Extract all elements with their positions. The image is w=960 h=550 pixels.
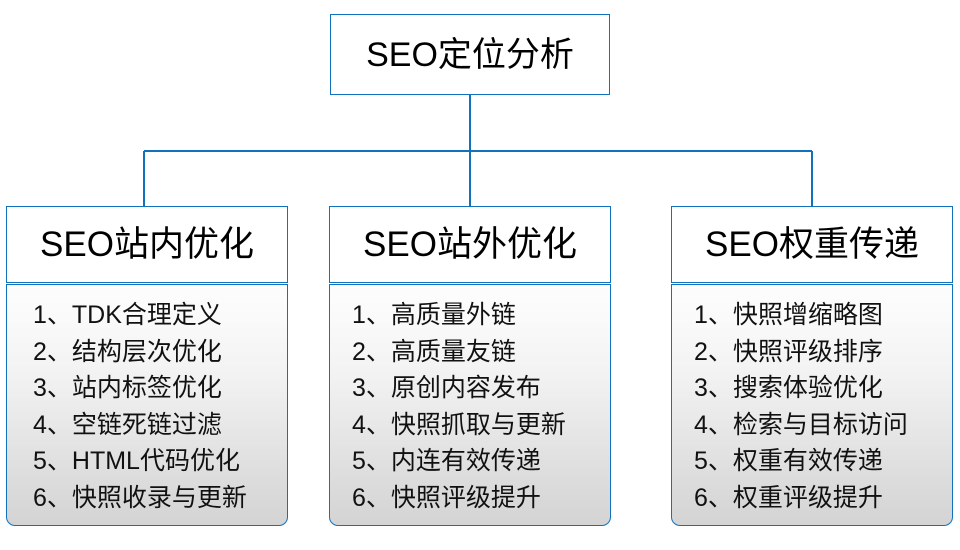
branch-header-label-weight-transfer: SEO权重传递 (705, 225, 919, 264)
list-item: 4、快照抓取与更新 (352, 410, 566, 439)
root-node[interactable]: SEO定位分析 (330, 14, 610, 95)
list-item: 5、HTML代码优化 (33, 447, 240, 475)
list-item: 3、原创内容发布 (352, 374, 541, 402)
branch-weight-transfer[interactable]: SEO权重传递 1、快照增缩略图 2、快照评级排序 3、搜索体验优化 4、检索与… (671, 206, 953, 526)
list-item: 2、快照评级排序 (694, 337, 883, 366)
list-item: 4、空链死链过滤 (33, 410, 222, 439)
item-list-off-site: 1、高质量外链 2、高质量友链 3、原创内容发布 4、快照抓取与更新 5、内连有… (330, 297, 610, 516)
list-item: 6、权重评级提升 (694, 483, 883, 512)
branch-header-off-site[interactable]: SEO站外优化 (329, 206, 611, 283)
list-item: 5、权重有效传递 (694, 447, 883, 475)
list-item: 6、快照收录与更新 (33, 483, 247, 512)
branch-off-site[interactable]: SEO站外优化 1、高质量外链 2、高质量友链 3、原创内容发布 4、快照抓取与… (329, 206, 611, 526)
list-item: 1、TDK合理定义 (33, 301, 222, 329)
branch-on-site[interactable]: SEO站内优化 1、TDK合理定义 2、结构层次优化 3、站内标签优化 4、空链… (6, 206, 288, 526)
list-item: 4、检索与目标访问 (694, 410, 908, 439)
list-item: 1、快照增缩略图 (694, 301, 883, 329)
branch-header-label-on-site: SEO站内优化 (40, 225, 254, 264)
item-list-on-site: 1、TDK合理定义 2、结构层次优化 3、站内标签优化 4、空链死链过滤 5、H… (7, 297, 287, 516)
list-item: 2、结构层次优化 (33, 337, 222, 366)
list-item: 3、搜索体验优化 (694, 374, 883, 402)
list-item: 6、快照评级提升 (352, 483, 541, 512)
branch-body-weight-transfer: 1、快照增缩略图 2、快照评级排序 3、搜索体验优化 4、检索与目标访问 5、权… (671, 284, 953, 526)
branch-header-weight-transfer[interactable]: SEO权重传递 (671, 206, 953, 283)
branch-body-off-site: 1、高质量外链 2、高质量友链 3、原创内容发布 4、快照抓取与更新 5、内连有… (329, 284, 611, 526)
item-list-weight-transfer: 1、快照增缩略图 2、快照评级排序 3、搜索体验优化 4、检索与目标访问 5、权… (672, 297, 952, 516)
root-node-label: SEO定位分析 (366, 35, 574, 74)
list-item: 3、站内标签优化 (33, 374, 222, 402)
list-item: 5、内连有效传递 (352, 447, 541, 475)
list-item: 1、高质量外链 (352, 301, 516, 329)
branch-body-on-site: 1、TDK合理定义 2、结构层次优化 3、站内标签优化 4、空链死链过滤 5、H… (6, 284, 288, 526)
branch-header-on-site[interactable]: SEO站内优化 (6, 206, 288, 283)
branch-header-label-off-site: SEO站外优化 (363, 225, 577, 264)
list-item: 2、高质量友链 (352, 337, 516, 366)
